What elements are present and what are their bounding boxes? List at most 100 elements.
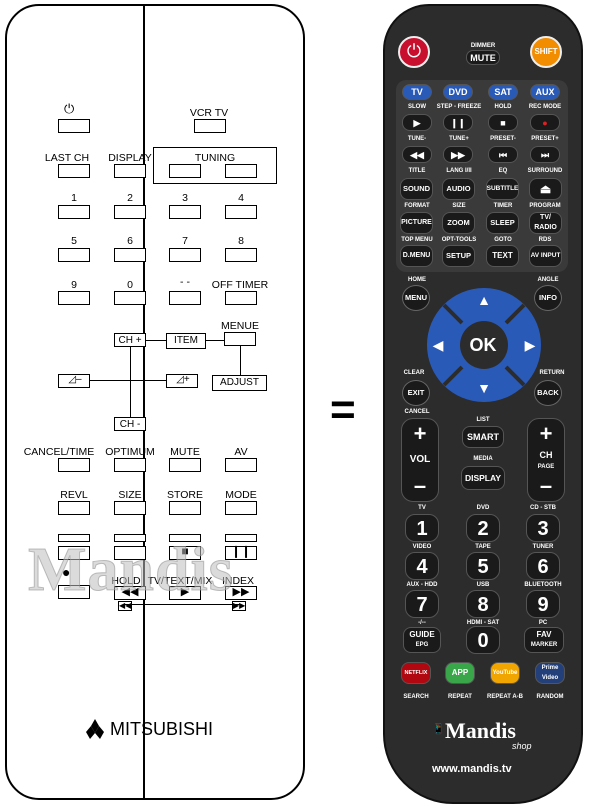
channel-rocker[interactable]: + CH PAGE – [527, 418, 565, 502]
num-5-button[interactable] [58, 248, 90, 262]
num-3-button[interactable]: 3 [526, 514, 560, 542]
setup-button[interactable]: SETUP [442, 245, 475, 267]
stop-button[interactable]: ■ [488, 114, 518, 131]
size-button[interactable] [114, 501, 146, 515]
optimum-button[interactable] [114, 458, 146, 472]
next-button[interactable]: ⏭ [530, 146, 560, 163]
guide-button[interactable]: GUIDE EPG [403, 627, 441, 653]
color-key-3[interactable] [169, 534, 201, 542]
blank-bottom-button[interactable] [58, 585, 90, 599]
mute-button[interactable]: MUTE [466, 50, 500, 65]
text-button[interactable]: TEXT [486, 245, 519, 267]
record-button[interactable] [58, 546, 90, 560]
record-button[interactable]: ● [530, 114, 560, 131]
num-2-button[interactable]: 2 [466, 514, 500, 542]
num-8-button[interactable]: 8 [466, 590, 500, 618]
color-key-2[interactable] [114, 534, 146, 542]
play-button[interactable]: ▶ [402, 114, 432, 131]
picture-button[interactable]: PICTURE [400, 212, 433, 234]
exit-button[interactable]: EXIT [402, 380, 430, 406]
fast-forward-button[interactable]: ▶▶ [443, 146, 473, 163]
display-button[interactable] [114, 164, 146, 178]
netflix-button[interactable]: NETFLIX [401, 662, 431, 684]
pause-button[interactable]: ❙❙ [443, 114, 473, 131]
vcr-tv-button[interactable] [194, 119, 226, 133]
num-2-button[interactable] [114, 205, 146, 219]
menue-button[interactable] [224, 332, 256, 346]
item-button[interactable]: ITEM [166, 333, 206, 349]
volume-up-button[interactable] [166, 374, 198, 388]
display-button[interactable]: DISPLAY [461, 466, 505, 490]
volume-down-button[interactable] [58, 374, 90, 388]
num-9-button[interactable]: 9 [526, 590, 560, 618]
fast-forward-button[interactable] [225, 586, 257, 600]
down-arrow-icon[interactable]: ▼ [477, 380, 491, 396]
tv-radio-button[interactable]: TV/ RADIO [529, 212, 562, 234]
rewind-button[interactable]: ◀◀ [402, 146, 432, 163]
cancel-time-button[interactable] [58, 458, 90, 472]
ok-button[interactable]: OK [469, 335, 497, 355]
menu-button[interactable]: MENU [402, 285, 430, 311]
num-3-button[interactable] [169, 205, 201, 219]
color-key-4[interactable] [225, 534, 257, 542]
source-dvd-button[interactable]: DVD [443, 84, 473, 100]
source-aux-button[interactable]: AUX [530, 84, 560, 100]
num-0-button[interactable]: 0 [466, 626, 500, 654]
num-7-button[interactable] [169, 248, 201, 262]
last-ch-button[interactable] [58, 164, 90, 178]
num-1-button[interactable]: 1 [405, 514, 439, 542]
back-button[interactable]: BACK [534, 380, 562, 406]
adjust-button[interactable]: ADJUST [212, 375, 267, 391]
subtitle-button[interactable]: SUBTITLE [486, 178, 519, 200]
color-key-1[interactable] [58, 534, 90, 542]
dash-button[interactable] [169, 291, 201, 305]
tuning-up-button[interactable] [225, 164, 257, 178]
zoom-button[interactable]: ZOOM [442, 212, 475, 234]
youtube-button[interactable]: YouTube [490, 662, 520, 684]
tuning-down-button[interactable] [169, 164, 201, 178]
num-0-button[interactable] [114, 291, 146, 305]
av-input-button[interactable]: AV INPUT [529, 245, 562, 267]
pause-button[interactable] [225, 546, 257, 560]
power-button[interactable]: ⏻ [398, 36, 430, 68]
smart-button[interactable]: SMART [462, 426, 504, 448]
dmenu-button[interactable]: D.MENU [400, 245, 433, 267]
shift-button[interactable]: SHIFT [530, 36, 562, 68]
num-9-button[interactable] [58, 291, 90, 305]
volume-rocker[interactable]: + VOL – [401, 418, 439, 502]
previous-button[interactable]: ⏮ [488, 146, 518, 163]
store-button[interactable] [169, 501, 201, 515]
up-arrow-icon[interactable]: ▲ [477, 292, 491, 308]
num-8-button[interactable] [225, 248, 257, 262]
stop-button[interactable] [169, 546, 201, 560]
mute-button[interactable] [169, 458, 201, 472]
mode-button[interactable] [225, 501, 257, 515]
blank-transport-button[interactable] [114, 546, 146, 560]
num-4-button[interactable]: 4 [405, 552, 439, 580]
prime-video-button[interactable]: Prime Video [535, 662, 565, 684]
app-button[interactable]: APP [445, 662, 475, 684]
info-button[interactable]: INFO [534, 285, 562, 311]
num-4-button[interactable] [225, 205, 257, 219]
eject-button[interactable]: ⏏ [529, 178, 562, 200]
av-button[interactable] [225, 458, 257, 472]
num-6-button[interactable]: 6 [526, 552, 560, 580]
revl-button[interactable] [58, 501, 90, 515]
num-6-button[interactable] [114, 248, 146, 262]
num-5-button[interactable]: 5 [466, 552, 500, 580]
right-arrow-icon[interactable]: ▶ [524, 337, 536, 353]
off-timer-button[interactable] [225, 291, 257, 305]
audio-button[interactable]: AUDIO [442, 178, 475, 200]
source-sat-button[interactable]: SAT [488, 84, 518, 100]
power-button[interactable] [58, 119, 90, 133]
rewind-button[interactable] [114, 586, 146, 600]
num-1-button[interactable] [58, 205, 90, 219]
sound-button[interactable]: SOUND [400, 178, 433, 200]
left-arrow-icon[interactable]: ◀ [432, 337, 444, 353]
num-7-button[interactable]: 7 [405, 590, 439, 618]
ch-down-button[interactable]: CH - [114, 417, 146, 431]
fav-button[interactable]: FAV MARKER [524, 627, 564, 653]
source-tv-button[interactable]: TV [402, 84, 432, 100]
sleep-button[interactable]: SLEEP [486, 212, 519, 234]
play-button[interactable] [169, 586, 201, 600]
